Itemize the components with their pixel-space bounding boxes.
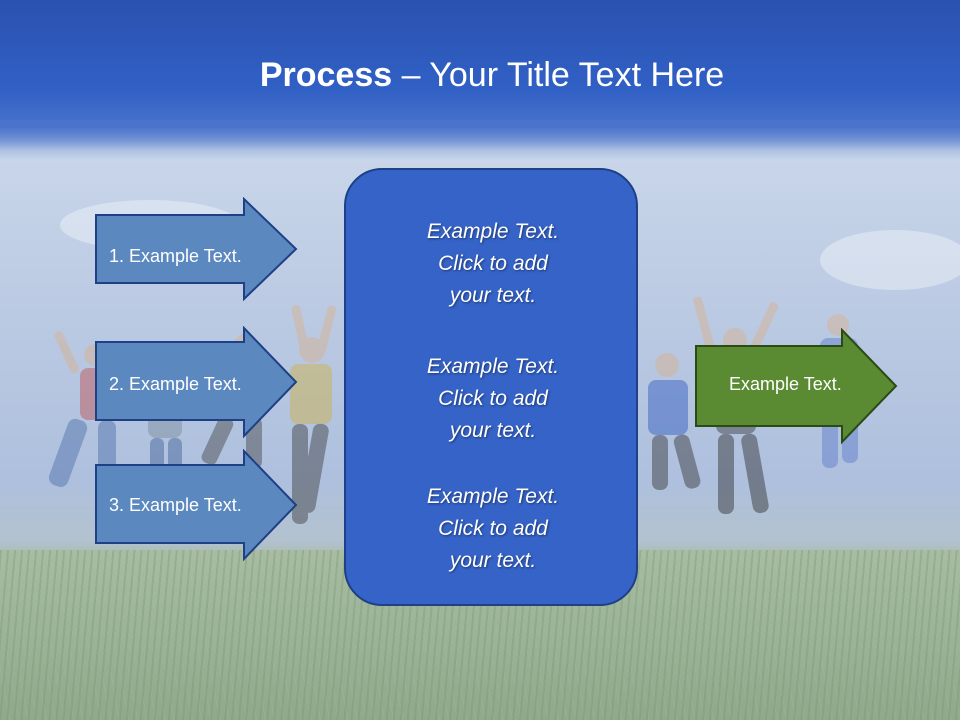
cloud: [820, 230, 960, 290]
right-arrow[interactable]: [694, 328, 900, 446]
header-band: [0, 0, 960, 128]
person-figure: [290, 305, 337, 524]
center-paragraph-1: Example Text. Click to add your text.: [346, 216, 640, 312]
right-arrow-label: Example Text.: [729, 374, 842, 394]
text-line: Click to add: [438, 387, 548, 410]
text-line: your text.: [449, 284, 537, 307]
center-paragraph-3: Example Text. Click to add your text.: [346, 481, 640, 577]
left-arrow-1[interactable]: [94, 197, 300, 301]
left-arrow-3[interactable]: [94, 449, 300, 561]
text-line: Example Text.: [426, 355, 560, 378]
text-line: Example Text.: [426, 485, 560, 508]
left-arrow-2-label: 2. Example Text.: [109, 374, 242, 394]
person-figure: [648, 353, 701, 490]
left-arrow-2[interactable]: [94, 326, 300, 438]
text-line: Example Text.: [426, 220, 560, 243]
title-bold: Process: [259, 56, 393, 94]
text-line: your text.: [449, 549, 537, 572]
header-haze: [0, 120, 960, 160]
text-line: your text.: [449, 419, 537, 442]
title-rest: – Your Title Text Here: [392, 56, 725, 94]
text-line: Click to add: [438, 517, 548, 540]
left-arrow-1-label: 1. Example Text.: [109, 246, 242, 266]
page-title: Process – Your Title Text Here: [0, 50, 960, 100]
text-line: Click to add: [438, 252, 548, 275]
left-arrow-3-label: 3. Example Text.: [109, 495, 242, 515]
center-paragraph-2: Example Text. Click to add your text.: [346, 351, 640, 447]
center-text-box[interactable]: Example Text. Click to add your text. Ex…: [344, 168, 638, 606]
